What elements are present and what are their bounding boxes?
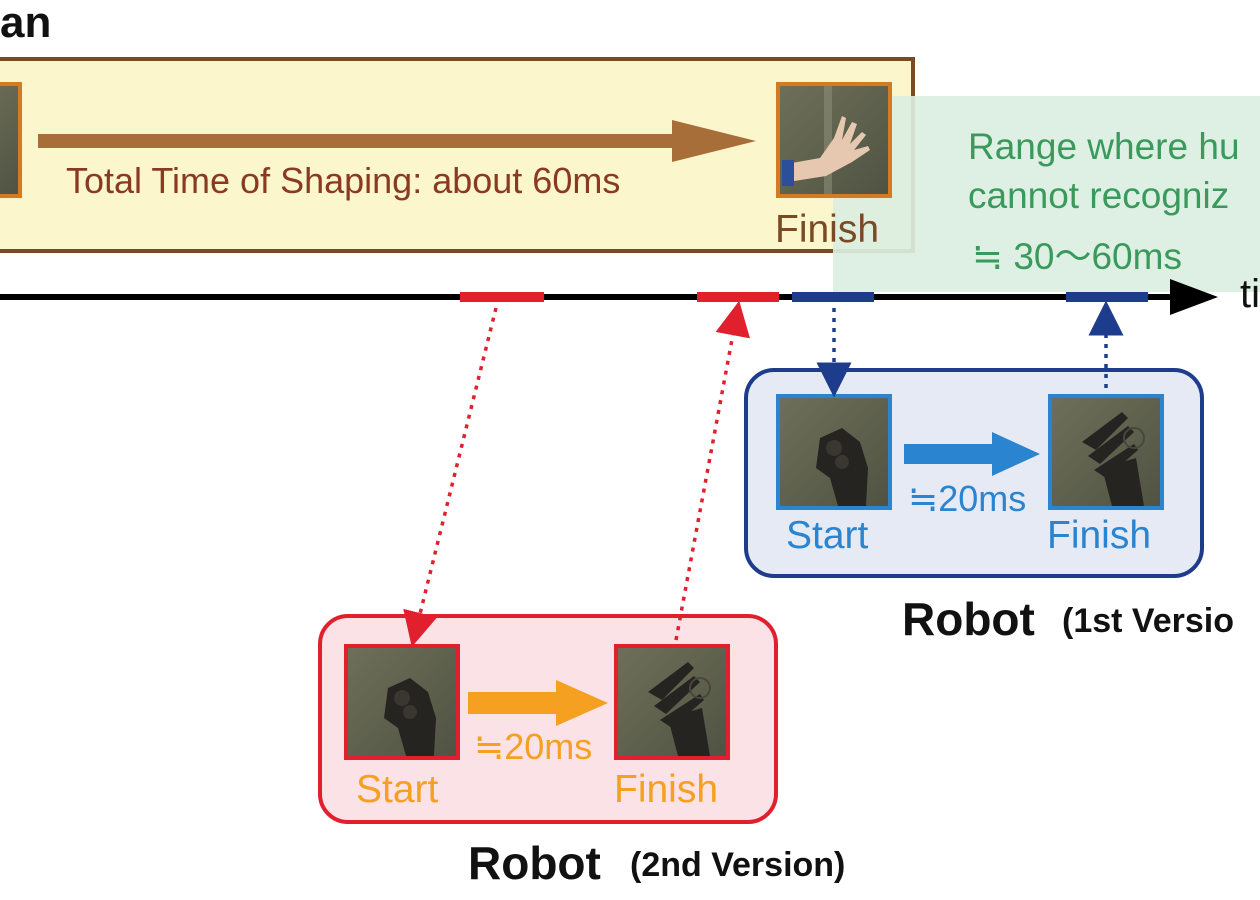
robot-1st-subtitle: (1st Versio <box>1062 602 1234 640</box>
robot-2nd-finish-link <box>674 300 750 641</box>
shaping-time-label: Total Time of Shaping: about 60ms <box>66 160 621 201</box>
human-finish-label: Finish <box>775 208 880 251</box>
recognition-range-box <box>833 96 1260 292</box>
range-text-line-3: ≒ 30～60ms <box>972 236 1182 277</box>
range-text-line-2: cannot recogniz <box>968 175 1230 216</box>
human-title-fragment: an <box>0 0 52 47</box>
robot-2nd-start-photo <box>344 644 460 760</box>
robot-2nd-finish-photo <box>614 644 730 760</box>
time-axis <box>0 279 1218 315</box>
robot-1st-finish-photo <box>1048 394 1164 510</box>
robot-hand-open-image <box>648 662 711 756</box>
robot-2nd-title: Robot <box>468 837 601 889</box>
robot-2nd-finish-label: Finish <box>614 768 719 811</box>
robot-1st-start-marker <box>792 292 874 302</box>
robot-2nd-arrow <box>468 680 608 726</box>
human-panel <box>0 57 915 253</box>
open-hand-image <box>782 86 870 194</box>
robot-1st-duration-label: ≒20ms <box>908 478 1027 519</box>
robot-2nd-duration-label: ≒20ms <box>474 726 593 767</box>
robot-1st-start-label: Start <box>786 514 869 557</box>
robot-1st-start-photo <box>776 394 892 510</box>
robot-1st-finish-label: Finish <box>1047 514 1152 557</box>
robot-1st-title: Robot <box>902 593 1035 645</box>
robot-hand-open-image <box>1082 412 1145 506</box>
robot-hand-closed-image <box>384 678 436 756</box>
robot-2nd-start-link <box>403 307 498 647</box>
robot-2nd-subtitle: (2nd Version) <box>630 846 846 884</box>
robot-2nd-start-marker <box>460 292 544 302</box>
shaping-arrow <box>38 120 756 162</box>
range-text-line-1: Range where hu <box>968 126 1240 167</box>
time-axis-label: ti <box>1240 272 1260 316</box>
robot-1st-arrow <box>904 432 1040 476</box>
human-finish-photo <box>776 82 892 198</box>
robot-hand-closed-image <box>816 428 868 506</box>
robot-2nd-finish-marker <box>697 292 779 302</box>
robot-1st-finish-marker <box>1066 292 1148 302</box>
human-start-photo <box>0 82 22 198</box>
robot-2nd-start-label: Start <box>356 768 439 811</box>
